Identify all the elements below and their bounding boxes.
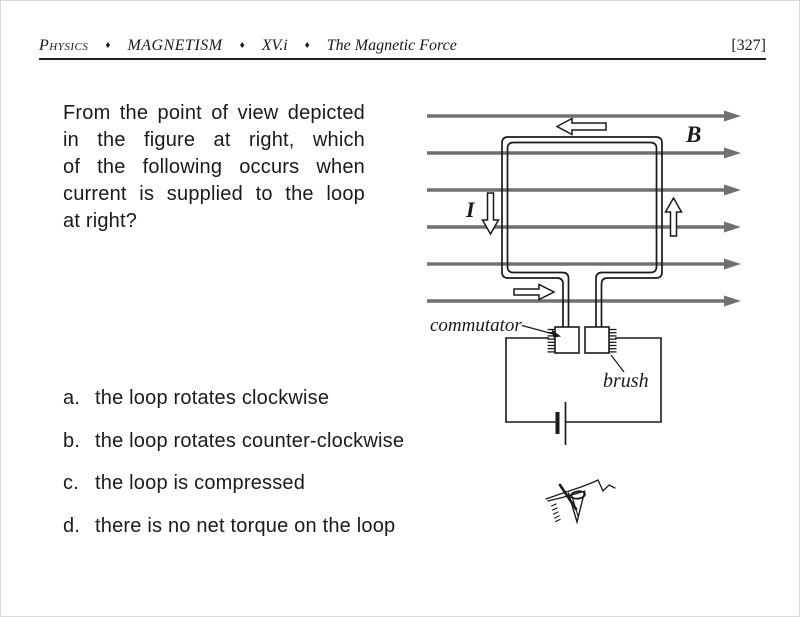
answer-option-d: d. there is no net torque on the loop — [63, 515, 395, 538]
current-label: I — [465, 197, 476, 222]
answer-option-b: b. the loop rotates counter-clockwise — [63, 430, 404, 453]
doodle-vee-inner — [570, 494, 579, 517]
option-text: the loop rotates clockwise — [95, 387, 330, 409]
doodle-vee — [567, 491, 586, 525]
label-pointers — [521, 324, 625, 373]
current-arrow-right-icon — [513, 283, 556, 301]
option-letter: c. — [63, 472, 79, 494]
commutator-segments — [554, 326, 610, 354]
brush-right — [609, 328, 617, 353]
option-letter: b. — [63, 430, 81, 452]
diamond-icon: ♦ — [304, 40, 310, 51]
question-line: current is supplied to the loop — [63, 183, 365, 205]
brush-pointer-line — [610, 354, 625, 373]
commutator-pointer-arrowhead — [551, 329, 561, 338]
diamond-icon: ♦ — [239, 40, 245, 51]
field-line-arrow — [427, 184, 741, 196]
field-line-arrow — [427, 221, 741, 233]
option-letter: a. — [63, 387, 81, 409]
loop-outer-outline — [501, 136, 663, 327]
question-line: at right? — [63, 210, 138, 232]
commutator-segment-left — [554, 326, 580, 354]
brush-label: brush — [603, 370, 649, 392]
question-line: in the figure at right, which — [63, 129, 365, 151]
doodle-hatches — [550, 503, 561, 523]
circuit-wire-right — [566, 337, 662, 423]
current-loop — [501, 136, 663, 327]
circuit-wire-left — [505, 337, 557, 423]
option-text: the loop is compressed — [95, 472, 306, 494]
course-title: Physics — [39, 37, 89, 54]
field-line-arrow — [427, 110, 741, 122]
doodle-stroke — [558, 483, 578, 511]
field-line-arrow — [427, 295, 741, 307]
motor-loop-figure: B I commutator brush — [427, 110, 741, 525]
commutator-segment-right — [584, 326, 610, 354]
loop-inner-outline — [506, 141, 658, 327]
section-number: XV.i — [261, 37, 288, 54]
header-rule — [39, 58, 766, 60]
question-text: From the point of view depicted in the f… — [63, 100, 365, 235]
commutator-pointer-line — [521, 324, 558, 336]
current-arrow-up-icon — [664, 196, 683, 237]
figure-labels: B I commutator brush — [430, 122, 701, 392]
current-direction-arrows — [481, 117, 683, 301]
option-letter: d. — [63, 515, 81, 537]
option-text: there is no net torque on the loop — [95, 515, 396, 537]
question-line: From the point of view depicted — [63, 102, 365, 124]
question-line: of the following occurs when — [63, 156, 365, 178]
hand-drawn-doodle — [545, 479, 616, 525]
answer-option-c: c. the loop is compressed — [63, 472, 305, 495]
answer-option-a: a. the loop rotates clockwise — [63, 387, 329, 410]
current-arrow-left-icon — [555, 117, 607, 136]
section-title: The Magnetic Force — [326, 37, 457, 54]
option-text: the loop rotates counter-clockwise — [95, 430, 405, 452]
diamond-icon: ♦ — [105, 40, 111, 51]
current-arrow-down-icon — [481, 192, 500, 236]
page-number: [327] — [731, 37, 766, 54]
magnetic-field-lines — [427, 110, 741, 307]
page-header: Physics ♦ MAGNETISM ♦ XV.i ♦ The Magneti… — [39, 37, 766, 59]
field-line-arrow — [427, 258, 741, 270]
battery-circuit — [505, 337, 662, 445]
commutator-label: commutator — [430, 315, 522, 336]
doodle-eye — [570, 490, 586, 500]
chapter-title: MAGNETISM — [127, 37, 223, 54]
field-label: B — [685, 122, 701, 147]
field-line-arrow — [427, 147, 741, 159]
doodle-swoosh — [545, 479, 616, 500]
